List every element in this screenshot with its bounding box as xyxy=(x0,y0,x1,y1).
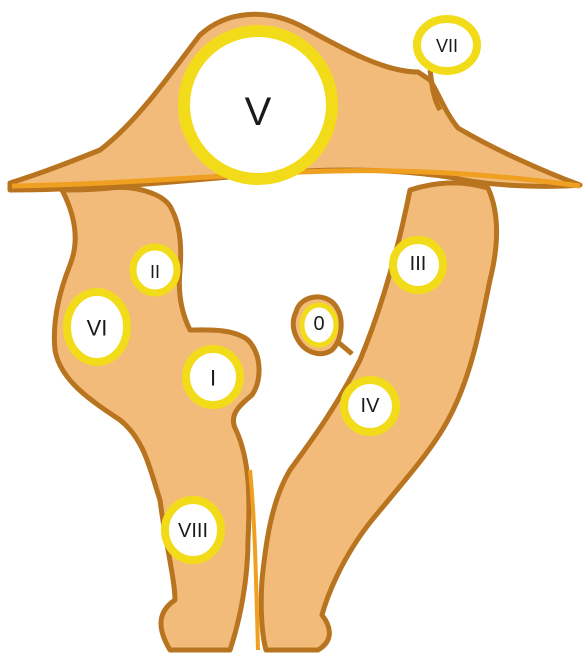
label-viii: VIII xyxy=(178,520,208,542)
lesion-viii: VIII xyxy=(165,500,221,560)
label-i: I xyxy=(210,366,216,391)
lesion-zero: 0 xyxy=(293,297,341,354)
label-v: V xyxy=(245,90,272,134)
label-iv: IV xyxy=(361,395,381,417)
lesion-i: I xyxy=(186,349,240,405)
label-vii: VII xyxy=(436,36,458,56)
lesion-ii: II xyxy=(133,247,177,293)
lesion-vii: VII xyxy=(417,19,477,71)
lesion-vi: VI xyxy=(67,292,127,362)
label-ii: II xyxy=(150,262,160,282)
lesion-v: V xyxy=(184,31,332,179)
label-vi: VI xyxy=(87,316,108,341)
lesion-iv: IV xyxy=(344,380,396,432)
label-iii: III xyxy=(410,253,427,275)
label-zero: 0 xyxy=(313,313,324,335)
cervical-canal xyxy=(250,470,258,650)
lesion-iii: III xyxy=(393,240,443,290)
